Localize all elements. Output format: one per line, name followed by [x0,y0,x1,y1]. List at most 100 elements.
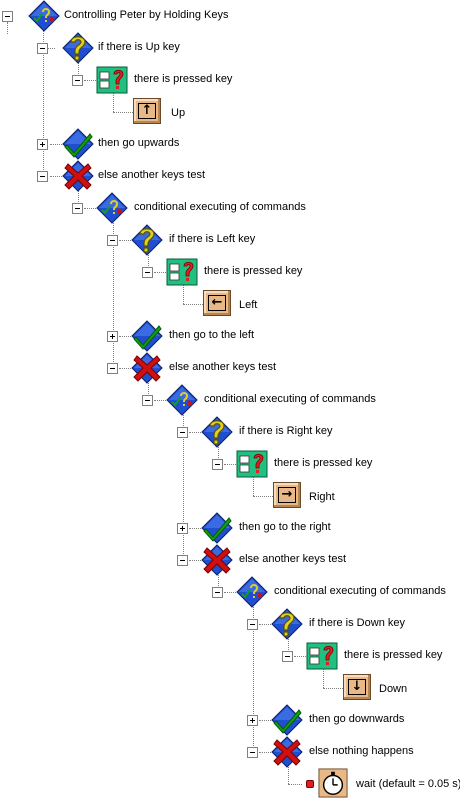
node-label-pressed-up: there is pressed key [134,73,233,85]
tree-node-wait[interactable]: wait (default = 0.05 s) [306,768,460,800]
node-label-root: Controlling Peter by Holding Keys [64,9,229,21]
tree-node-cond-1[interactable]: conditional executing of commands [96,192,336,224]
node-label-then-up: then go upwards [98,137,180,149]
tree-node-key-left[interactable]: ← Left [203,288,303,320]
tree-node-if-right[interactable]: if there is Right key [201,416,401,448]
collapse-toggle-pressed-down[interactable] [282,651,293,662]
node-label-key-right: Right [309,491,335,503]
then-check-icon [271,704,303,736]
tree-line [189,560,201,561]
then-check-icon [131,320,163,352]
tree-line [253,598,254,752]
tree-node-pressed-down[interactable]: there is pressed key [306,640,456,672]
tree-node-key-up[interactable]: ↑ Up [133,96,233,128]
tree-line [189,528,201,529]
arrow-right-key-icon: → [273,482,301,508]
collapse-toggle-if-down[interactable] [247,619,258,630]
if-question-icon [201,416,233,448]
else-cross-icon [271,736,303,768]
tree-node-key-down[interactable]: ↓ Down [343,672,443,704]
tree-node-if-left[interactable]: if there is Left key [131,224,331,256]
node-label-cond-3: conditional executing of commands [274,585,446,597]
collapse-toggle-if-left[interactable] [107,235,118,246]
tree-line [84,208,96,209]
conditional-diamond-icon [28,0,60,32]
tree-node-if-up[interactable]: if there is Up key [62,32,262,64]
pressed-key-icon [166,256,198,288]
collapse-toggle-pressed-up[interactable] [72,75,83,86]
tree-line [78,182,79,208]
expand-toggle-then-left[interactable] [107,331,118,342]
node-label-if-left: if there is Left key [169,233,256,245]
tree-line [113,112,133,113]
tree-node-pressed-up[interactable]: there is pressed key [96,64,296,96]
tree-node-pressed-left[interactable]: there is pressed key [166,256,366,288]
node-label-pressed-left: there is pressed key [204,265,303,277]
tree-line [218,438,219,464]
collapse-toggle-pressed-right[interactable] [212,459,223,470]
else-cross-icon [201,544,233,576]
tree-line [78,54,79,80]
if-question-icon [271,608,303,640]
tree-line [183,406,184,560]
collapse-toggle-else-4[interactable] [247,747,258,758]
tree-line [288,630,289,656]
tree-node-else-3[interactable]: else another keys test [201,544,401,576]
tree-line [253,496,273,497]
collapse-toggle-pressed-left[interactable] [142,267,153,278]
tree-node-cond-3[interactable]: conditional executing of commands [236,576,456,608]
if-question-icon [131,224,163,256]
if-question-icon [62,32,94,64]
expand-toggle-then-right[interactable] [177,523,188,534]
node-label-if-down: if there is Down key [309,617,405,629]
tree-line [294,656,306,657]
tree-node-key-right[interactable]: → Right [273,480,373,512]
stopwatch-icon [318,768,348,798]
tree-line [50,176,62,177]
tree-node-else-2[interactable]: else another keys test [131,352,331,384]
node-label-then-left: then go to the left [169,329,255,341]
tree-node-then-left[interactable]: then go to the left [131,320,331,352]
node-label-else-2: else another keys test [169,361,277,373]
conditional-diamond-icon [96,192,128,224]
node-label-key-up: Up [171,107,186,119]
collapse-toggle-cond-2[interactable] [142,395,153,406]
tree-node-then-right[interactable]: then go to the right [201,512,401,544]
node-label-key-down: Down [379,683,408,695]
tree-line [43,22,44,178]
tree-node-else-4[interactable]: else nothing happens [271,736,451,768]
tree-line [113,214,114,368]
else-cross-icon [62,160,94,192]
node-label-else-3: else another keys test [239,553,347,565]
tree-node-root[interactable]: Controlling Peter by Holding Keys [28,0,268,32]
tree-node-cond-2[interactable]: conditional executing of commands [166,384,406,416]
arrow-down-key-icon: ↓ [343,674,371,700]
tree-line [119,368,131,369]
node-label-then-right: then go to the right [239,521,331,533]
expand-toggle-then-down[interactable] [247,715,258,726]
expand-toggle-then-up[interactable] [37,139,48,150]
collapse-toggle-else-3[interactable] [177,555,188,566]
collapse-toggle-else-1[interactable] [37,171,48,182]
tree-line [288,758,289,784]
collapse-toggle-root[interactable] [2,11,13,22]
collapse-toggle-if-up[interactable] [37,43,48,54]
tree-node-pressed-right[interactable]: there is pressed key [236,448,436,480]
tree-line [113,88,114,112]
collapse-toggle-cond-3[interactable] [212,587,223,598]
tree-node-then-down[interactable]: then go downwards [271,704,451,736]
collapse-toggle-if-right[interactable] [177,427,188,438]
node-label-cond-2: conditional executing of commands [204,393,376,405]
tree-node-then-up[interactable]: then go upwards [62,128,262,160]
tree-node-else-1[interactable]: else another keys test [62,160,262,192]
node-label-if-up: if there is Up key [98,41,180,53]
then-check-icon [62,128,94,160]
tree-node-if-down[interactable]: if there is Down key [271,608,451,640]
tree-line [323,688,343,689]
collapse-toggle-cond-1[interactable] [72,203,83,214]
tree-line [154,400,166,401]
arrow-up-key-icon: ↑ [133,98,161,124]
collapse-toggle-else-2[interactable] [107,363,118,374]
arrow-left-key-icon: ← [203,290,231,316]
